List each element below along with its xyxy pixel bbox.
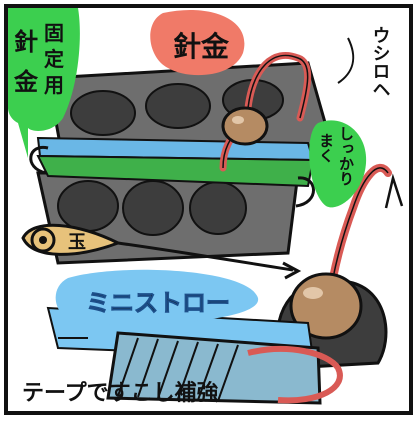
craft-illustration: 針 金 固 定 用 針金 ウシロヘ しっかり まく 玉 ミニストロー テープです… [8,8,404,406]
label-bg-firmly [309,120,367,208]
to-back-arrow [337,37,355,84]
tray-cup [189,181,247,235]
label-wire: 針金 [173,30,230,63]
label-maku: まく [317,133,335,163]
bead-1 [221,106,269,146]
tape-hatching [117,337,239,402]
label-fixing-wire-2: 金 [13,68,39,96]
tray-cup [70,90,136,136]
arrow-up [384,173,404,209]
wire-red-3 [247,345,343,404]
illustration-frame: 針 金 固 定 用 針金 ウシロヘ しっかり まく 玉 ミニストロー テープです… [4,4,413,415]
label-bg-fixing-wire [8,8,80,158]
label-tape: テープですこし補強 [22,380,219,406]
tray-cup [57,180,119,232]
tray-cup [145,83,211,129]
ball-arrow-head [282,261,302,280]
label-bg-mini-straw [55,269,259,325]
label-fixing-wire-5: 用 [44,73,64,97]
bead-2-highlight [303,287,323,299]
label-mini-straw: ミニストロー [86,289,230,317]
label-bg-wire [150,9,245,76]
ball-arrow [117,241,294,272]
bead-1-highlight [232,116,244,124]
label-fixing-wire-4: 定 [44,47,64,71]
wire-clip-right [295,176,315,208]
label-to-back: ウシロヘ [370,26,391,98]
label-ball: 玉 [68,232,86,253]
label-firmly: しっかり [337,126,355,186]
label-fixing-wire-1: 針 [14,28,38,56]
tray-cup [122,180,184,236]
ball-center [39,236,47,244]
wire-clip-left [29,145,49,175]
label-fixing-wire-3: 固 [44,21,64,45]
